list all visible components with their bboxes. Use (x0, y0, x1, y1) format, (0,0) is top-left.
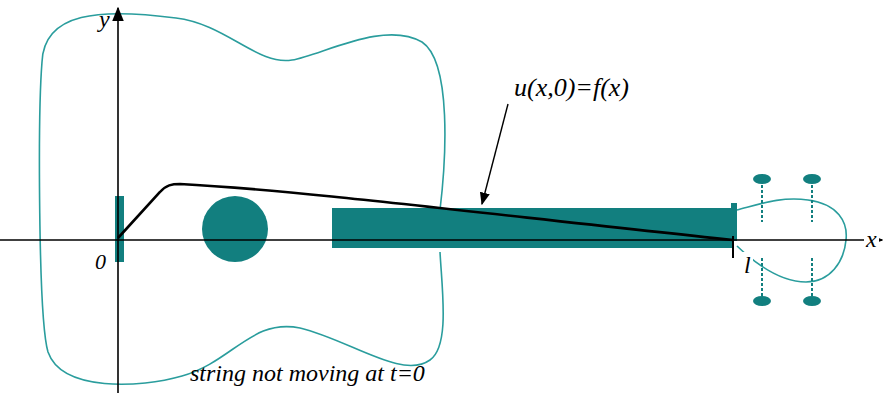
origin-label: 0 (93, 250, 108, 274)
leader-arrow (482, 104, 508, 204)
axis-label: x (864, 226, 879, 252)
y-axis (117, 8, 119, 393)
x-axis (0, 239, 882, 241)
string-curve (118, 184, 733, 240)
axis-label: y (97, 6, 112, 32)
guitar-neck (332, 208, 732, 248)
caption-note: string not moving at t=0 (188, 360, 427, 386)
point-label: l (742, 252, 753, 278)
sound-hole (202, 196, 268, 262)
nut (731, 203, 737, 241)
guitar-body (40, 14, 445, 385)
bridge (115, 196, 124, 262)
function-label: u(x,0)=f(x) (512, 74, 631, 103)
